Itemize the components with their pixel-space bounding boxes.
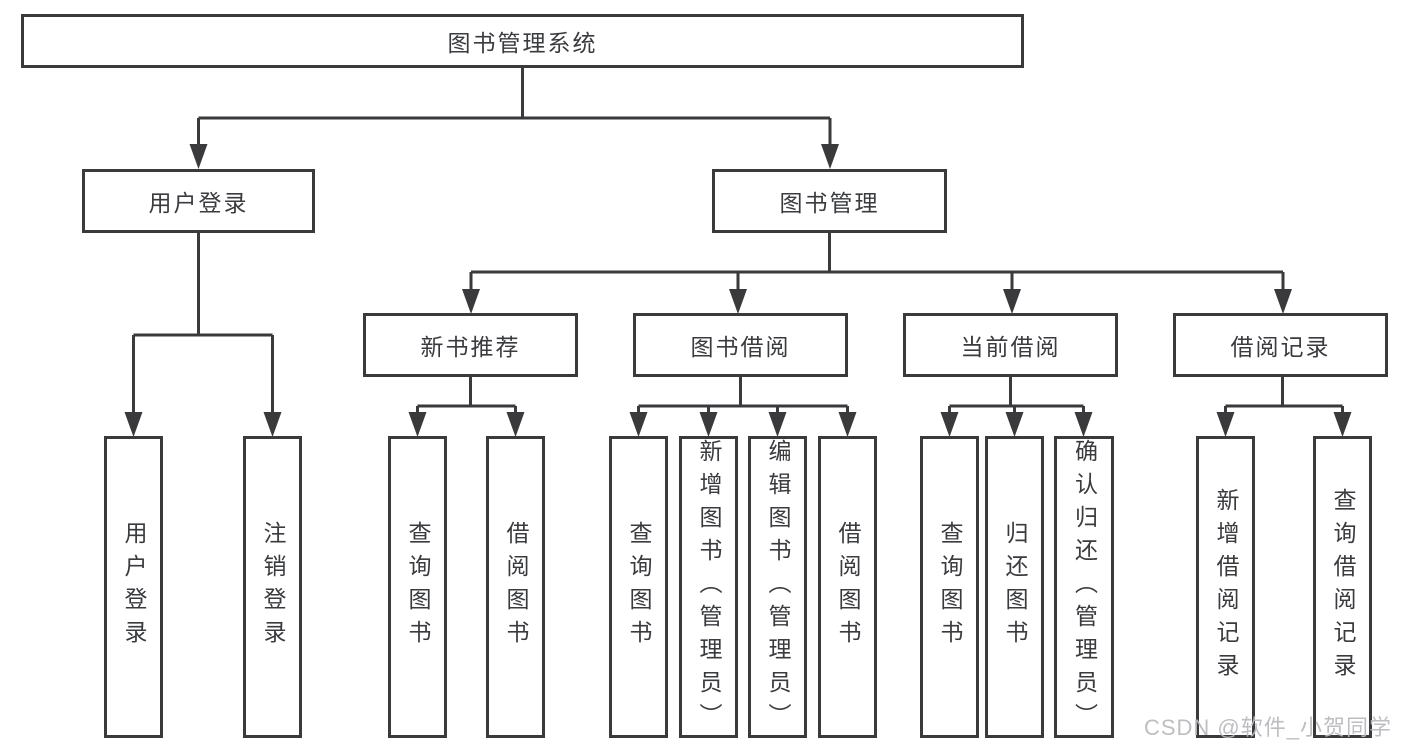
leaf-return-book-label: 归还图书 (1002, 521, 1028, 653)
leaf-query-book: 查询图书 (920, 436, 979, 738)
connector-current-borrow-branch (948, 377, 1085, 416)
node-book-management: 图书管理 (712, 169, 947, 233)
node-user-login: 用户登录 (82, 169, 315, 233)
node-current-borrow-label: 当前借阅 (960, 334, 1061, 360)
connector-new-book-branch (416, 377, 517, 416)
connector-root-to-level2 (197, 68, 832, 148)
csdn-watermark: CSDN @软件_小贺同学 (1143, 715, 1392, 740)
leaf-query-borrow-record: 查询借阅记录 (1313, 436, 1372, 738)
leaf-add-borrow-record: 新增借阅记录 (1196, 436, 1255, 738)
leaf-query-book: 查询图书 (388, 436, 447, 738)
leaf-borrow-book: 借阅图书 (486, 436, 545, 738)
leaf-logout-login: 注销登录 (243, 436, 302, 738)
leaf-query-book: 查询图书 (609, 436, 668, 738)
leaf-borrow-book-label: 借阅图书 (503, 521, 529, 653)
leaf-return-book: 归还图书 (985, 436, 1044, 738)
node-book-management-label: 图书管理 (779, 190, 880, 216)
leaf-user-login: 用户登录 (104, 436, 163, 738)
leaf-confirm-return-admin: 确认归还（管理员） (1054, 436, 1114, 738)
node-root: 图书管理系统 (21, 14, 1024, 68)
node-borrow-record-label: 借阅记录 (1230, 334, 1331, 360)
node-book-borrow-label: 图书借阅 (690, 334, 791, 360)
leaf-logout-login-label: 注销登录 (260, 521, 286, 653)
leaf-query-book-label: 查询图书 (626, 521, 652, 653)
leaf-query-borrow-record-label: 查询借阅记录 (1330, 488, 1356, 686)
leaf-add-book-admin: 新增图书（管理员） (679, 436, 738, 738)
leaf-edit-book-admin-label: 编辑图书（管理员） (765, 439, 791, 736)
leaf-confirm-return-admin-label: 确认归还（管理员） (1071, 439, 1098, 736)
connector-book-borrow-branch (637, 377, 849, 416)
leaf-query-book-label: 查询图书 (937, 521, 963, 653)
connector-borrow-record-branch (1224, 377, 1344, 416)
node-root-label: 图书管理系统 (447, 30, 598, 56)
leaf-add-book-admin-label: 新增图书（管理员） (696, 439, 722, 736)
connector-book-management-branch (469, 233, 1285, 293)
node-current-borrow: 当前借阅 (903, 313, 1118, 377)
node-new-book-recommend: 新书推荐 (363, 313, 578, 377)
leaf-query-book-label: 查询图书 (405, 521, 431, 653)
leaf-borrow-book-label: 借阅图书 (835, 521, 861, 653)
connector-user-login-branch (132, 233, 274, 416)
node-borrow-record: 借阅记录 (1173, 313, 1388, 377)
arrowheads (124, 144, 1352, 437)
node-book-borrow: 图书借阅 (633, 313, 848, 377)
leaf-borrow-book: 借阅图书 (818, 436, 877, 738)
leaf-user-login-label: 用户登录 (121, 521, 147, 653)
node-new-book-recommend-label: 新书推荐 (420, 334, 521, 360)
leaf-edit-book-admin: 编辑图书（管理员） (748, 436, 807, 738)
leaf-add-borrow-record-label: 新增借阅记录 (1213, 488, 1239, 686)
node-user-login-label: 用户登录 (148, 190, 249, 216)
